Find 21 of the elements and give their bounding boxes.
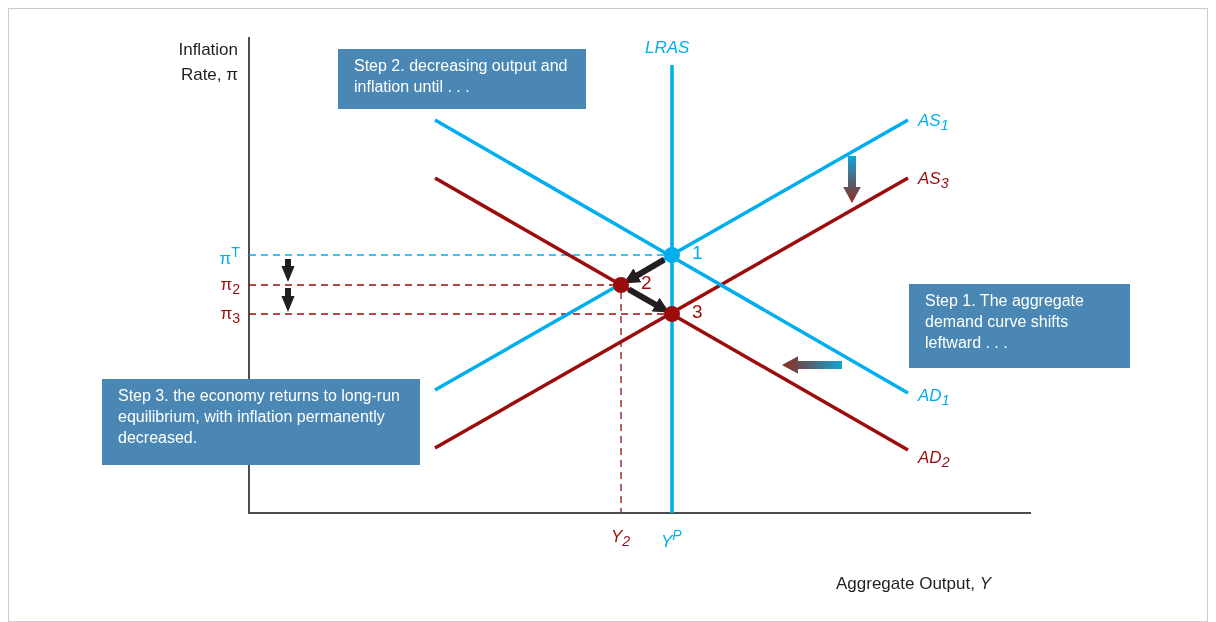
callout-box: Step 2. decreasing output and inflation until . . . bbox=[338, 49, 586, 109]
equilibrium-point bbox=[664, 247, 680, 263]
axis-tick-label: π$^{T}$ bbox=[219, 244, 240, 269]
callout-box: Step 3. the economy returns to long-run equilibrium, with inflation permanently decreased. bbox=[102, 379, 420, 465]
curve-label: AD$_{1}$ bbox=[918, 386, 950, 409]
curve-label: AD$_{2}$ bbox=[918, 448, 950, 471]
axis-tick-label: π$_{2}$ bbox=[220, 275, 240, 298]
curve-label: LRAS bbox=[645, 38, 690, 58]
point-label: 2 bbox=[641, 272, 652, 294]
equilibrium-point bbox=[664, 306, 680, 322]
callout-box: Step 1. The aggregate demand curve shifts leftward . . . bbox=[909, 284, 1130, 368]
curve-label: AS$_{3}$ bbox=[918, 169, 949, 192]
axis-title: Aggregate Output, Y bbox=[836, 574, 991, 594]
point-label: 3 bbox=[692, 301, 703, 323]
axis-tick-label: Y$^{P}$ bbox=[661, 527, 682, 552]
curve-label: AS$_{1}$ bbox=[918, 111, 949, 134]
point-label: 1 bbox=[692, 242, 703, 264]
axis-title: Inflation Rate, π bbox=[177, 39, 238, 86]
axis-tick-label: π$_{3}$ bbox=[220, 304, 240, 327]
equilibrium-point bbox=[613, 277, 629, 293]
axis-tick-label: Y$_{2}$ bbox=[611, 527, 631, 550]
